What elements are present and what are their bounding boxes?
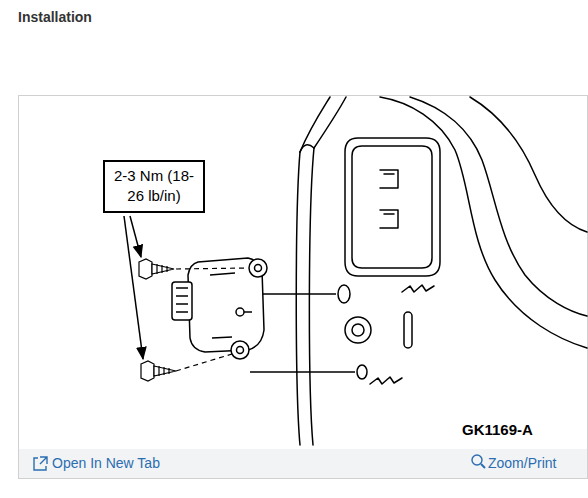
screw-thread xyxy=(159,366,169,376)
leader-arrow xyxy=(130,216,141,257)
screw-head xyxy=(139,259,152,279)
mounting-ear xyxy=(249,259,267,277)
panel-slot xyxy=(404,312,412,348)
toolbar-icons xyxy=(34,455,485,470)
panel-mark xyxy=(402,285,434,292)
panel-hole xyxy=(352,324,364,336)
torque-callout-box: 2-3 Nm (18-26 lb/in) xyxy=(103,160,205,213)
figure-code: GK1169-A xyxy=(462,421,533,438)
panel-edge xyxy=(309,148,314,445)
screw-thread xyxy=(157,264,167,274)
panel xyxy=(296,97,587,445)
body-detail xyxy=(210,273,235,338)
leader-lines xyxy=(124,216,143,359)
screws xyxy=(139,259,248,381)
actuator xyxy=(172,258,355,372)
screw-shank xyxy=(152,264,174,274)
panel-contour xyxy=(300,97,330,152)
mounting-hole xyxy=(237,347,244,354)
zoom-icon xyxy=(472,455,482,465)
open-tab-icon xyxy=(34,458,46,470)
toolbar-link: Open In New Tab xyxy=(52,455,160,471)
screw-head xyxy=(141,361,154,381)
locating-peg xyxy=(357,365,367,379)
toolbar xyxy=(19,449,587,478)
toolbar-link: Zoom/Print xyxy=(488,455,556,471)
actuator-shaft xyxy=(236,308,244,316)
mounting-ear xyxy=(231,341,249,359)
locating-peg xyxy=(338,285,350,303)
panel-opening xyxy=(352,146,432,268)
torque-value: 2-3 Nm (18-26 lb/in) xyxy=(107,166,201,207)
open-tab-icon xyxy=(40,457,47,464)
panel-opening xyxy=(345,138,440,276)
alignment-line xyxy=(250,371,355,373)
leader-arrow xyxy=(124,216,143,359)
panel-edge xyxy=(296,152,300,445)
alignment-line xyxy=(262,293,336,295)
clip xyxy=(380,210,398,228)
page-heading: Installation xyxy=(18,9,92,25)
mounting-hole xyxy=(255,265,262,272)
electrical-connector xyxy=(172,282,192,320)
panel-mark xyxy=(370,377,402,384)
screw-shank xyxy=(154,366,176,376)
panel-contour xyxy=(470,97,587,232)
panel-contour xyxy=(380,97,587,348)
image-frame xyxy=(19,96,588,479)
screw-path xyxy=(176,268,248,269)
panel-contour xyxy=(410,97,587,316)
panel-hole xyxy=(345,317,371,343)
panel-contour xyxy=(314,97,346,148)
zoom-icon xyxy=(481,464,485,468)
clip xyxy=(380,170,398,188)
screw-path xyxy=(176,354,232,371)
connector-ribs xyxy=(176,288,188,312)
